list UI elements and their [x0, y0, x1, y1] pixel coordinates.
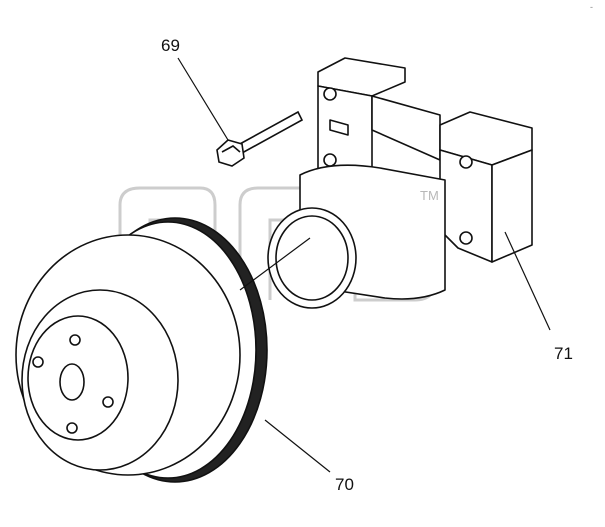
- water-pump-housing: [267, 57, 533, 309]
- bolt: [216, 110, 304, 167]
- leader-lines: [177, 57, 551, 473]
- pulley: [15, 217, 268, 483]
- trademark-mark: TM: [420, 188, 439, 203]
- callout-label-70: 70: [335, 475, 354, 494]
- callout-label-71: 71: [554, 344, 573, 363]
- corner-mark: -: [590, 2, 593, 12]
- callout-label-69: 69: [161, 36, 180, 55]
